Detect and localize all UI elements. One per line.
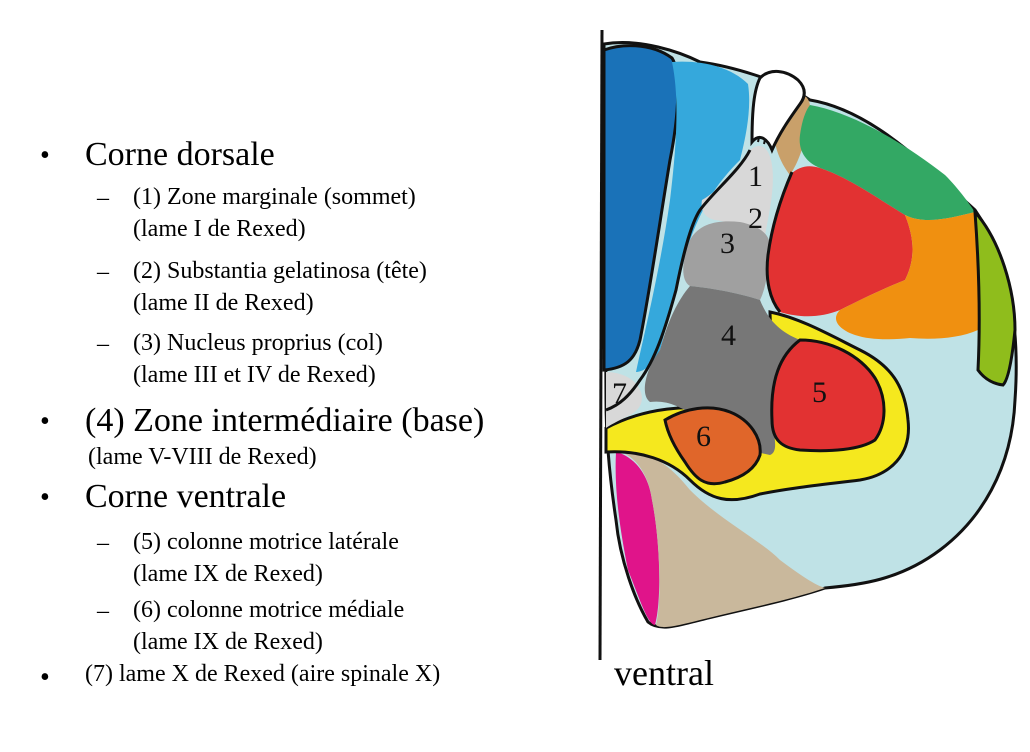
region-red-5: [770, 338, 886, 453]
region-green: [799, 105, 975, 221]
label-5: 5: [812, 376, 827, 409]
bullet-icon: •: [40, 662, 50, 693]
label-6: 6: [696, 420, 711, 453]
label-3: 3: [720, 227, 735, 260]
item5-line1: (5) colonne motrice latérale: [133, 529, 399, 555]
dash-icon: –: [97, 530, 109, 556]
dash-icon: –: [97, 259, 109, 285]
item1-line2: (lame I de Rexed): [133, 216, 306, 242]
dorsal-fibres-outline: [750, 70, 806, 154]
region-dark-orange: [663, 406, 762, 486]
item6-line2: (lame IX de Rexed): [133, 629, 323, 655]
item1-line1: (1) Zone marginale (sommet): [133, 184, 416, 210]
region-light-blue: [636, 61, 750, 372]
region-magenta: [615, 452, 660, 625]
item7-line: (7) lame X de Rexed (aire spinale X): [85, 661, 441, 687]
dash-icon: –: [97, 185, 109, 211]
region-orange: [835, 212, 981, 340]
intermediate-zone-sub: (lame V-VIII de Rexed): [88, 444, 317, 470]
item2-line2: (lame II de Rexed): [133, 290, 314, 316]
region-lime: [973, 207, 1017, 387]
label-7: 7: [612, 377, 627, 410]
ventral-horn-heading: Corne ventrale: [85, 478, 287, 515]
ventral-caption: ventral: [614, 653, 714, 693]
region-beige: [620, 451, 825, 628]
item2-line1: (2) Substantia gelatinosa (tête): [133, 258, 427, 284]
region-light-gray: [701, 145, 773, 235]
region-mid-gray: [683, 221, 771, 300]
bullet-icon: •: [40, 406, 50, 437]
bullet-icon: •: [40, 482, 50, 513]
dash-icon: –: [97, 598, 109, 624]
label-1: 1: [748, 160, 763, 193]
intermediate-zone-heading: (4) Zone intermédiaire (base): [85, 402, 485, 439]
label-2: 2: [748, 202, 763, 235]
label-4: 4: [721, 319, 736, 352]
midline: [598, 29, 604, 661]
grey-matter-outline: [605, 149, 794, 412]
dash-icon: –: [97, 331, 109, 357]
item3-line1: (3) Nucleus proprius (col): [133, 330, 383, 356]
dorsal-horn-heading: Corne dorsale: [85, 136, 275, 173]
item6-line1: (6) colonne motrice médiale: [133, 597, 405, 623]
region-red-dorsal: [767, 166, 913, 317]
region-dark-gray: [644, 286, 800, 455]
region-dark-blue: [602, 44, 680, 372]
bullet-icon: •: [40, 140, 50, 171]
item5-line2: (lame IX de Rexed): [133, 561, 323, 587]
item3-line2: (lame III et IV de Rexed): [133, 362, 376, 388]
legend-list: • Corne dorsale – (1) Zone marginale (so…: [40, 136, 485, 693]
